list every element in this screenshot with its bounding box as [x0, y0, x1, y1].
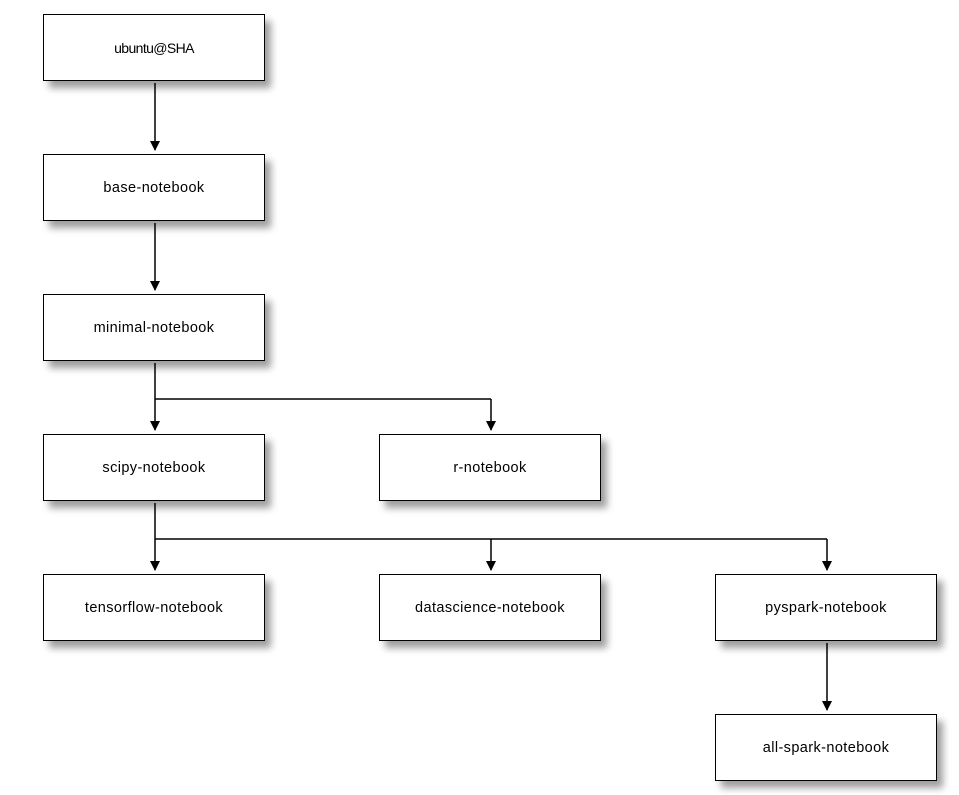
- node-all-spark-notebook: all-spark-notebook: [715, 714, 937, 781]
- node-base-notebook: base-notebook: [43, 154, 265, 221]
- node-minimal-notebook: minimal-notebook: [43, 294, 265, 361]
- node-label-all-spark-notebook: all-spark-notebook: [762, 739, 890, 756]
- node-scipy-notebook: scipy-notebook: [43, 434, 265, 501]
- node-label-tensorflow-notebook: tensorflow-notebook: [84, 599, 224, 616]
- node-datascience-notebook: datascience-notebook: [379, 574, 601, 641]
- node-label-scipy-notebook: scipy-notebook: [102, 459, 206, 476]
- node-label-base-notebook: base-notebook: [103, 179, 205, 196]
- node-label-ubuntu: ubuntu@SHA: [114, 39, 194, 56]
- node-tensorflow-notebook: tensorflow-notebook: [43, 574, 265, 641]
- node-label-pyspark-notebook: pyspark-notebook: [765, 599, 887, 616]
- node-r-notebook: r-notebook: [379, 434, 601, 501]
- node-label-r-notebook: r-notebook: [453, 459, 527, 476]
- node-ubuntu: ubuntu@SHA: [43, 14, 265, 81]
- node-label-datascience-notebook: datascience-notebook: [415, 599, 565, 616]
- node-pyspark-notebook: pyspark-notebook: [715, 574, 937, 641]
- node-label-minimal-notebook: minimal-notebook: [93, 319, 215, 336]
